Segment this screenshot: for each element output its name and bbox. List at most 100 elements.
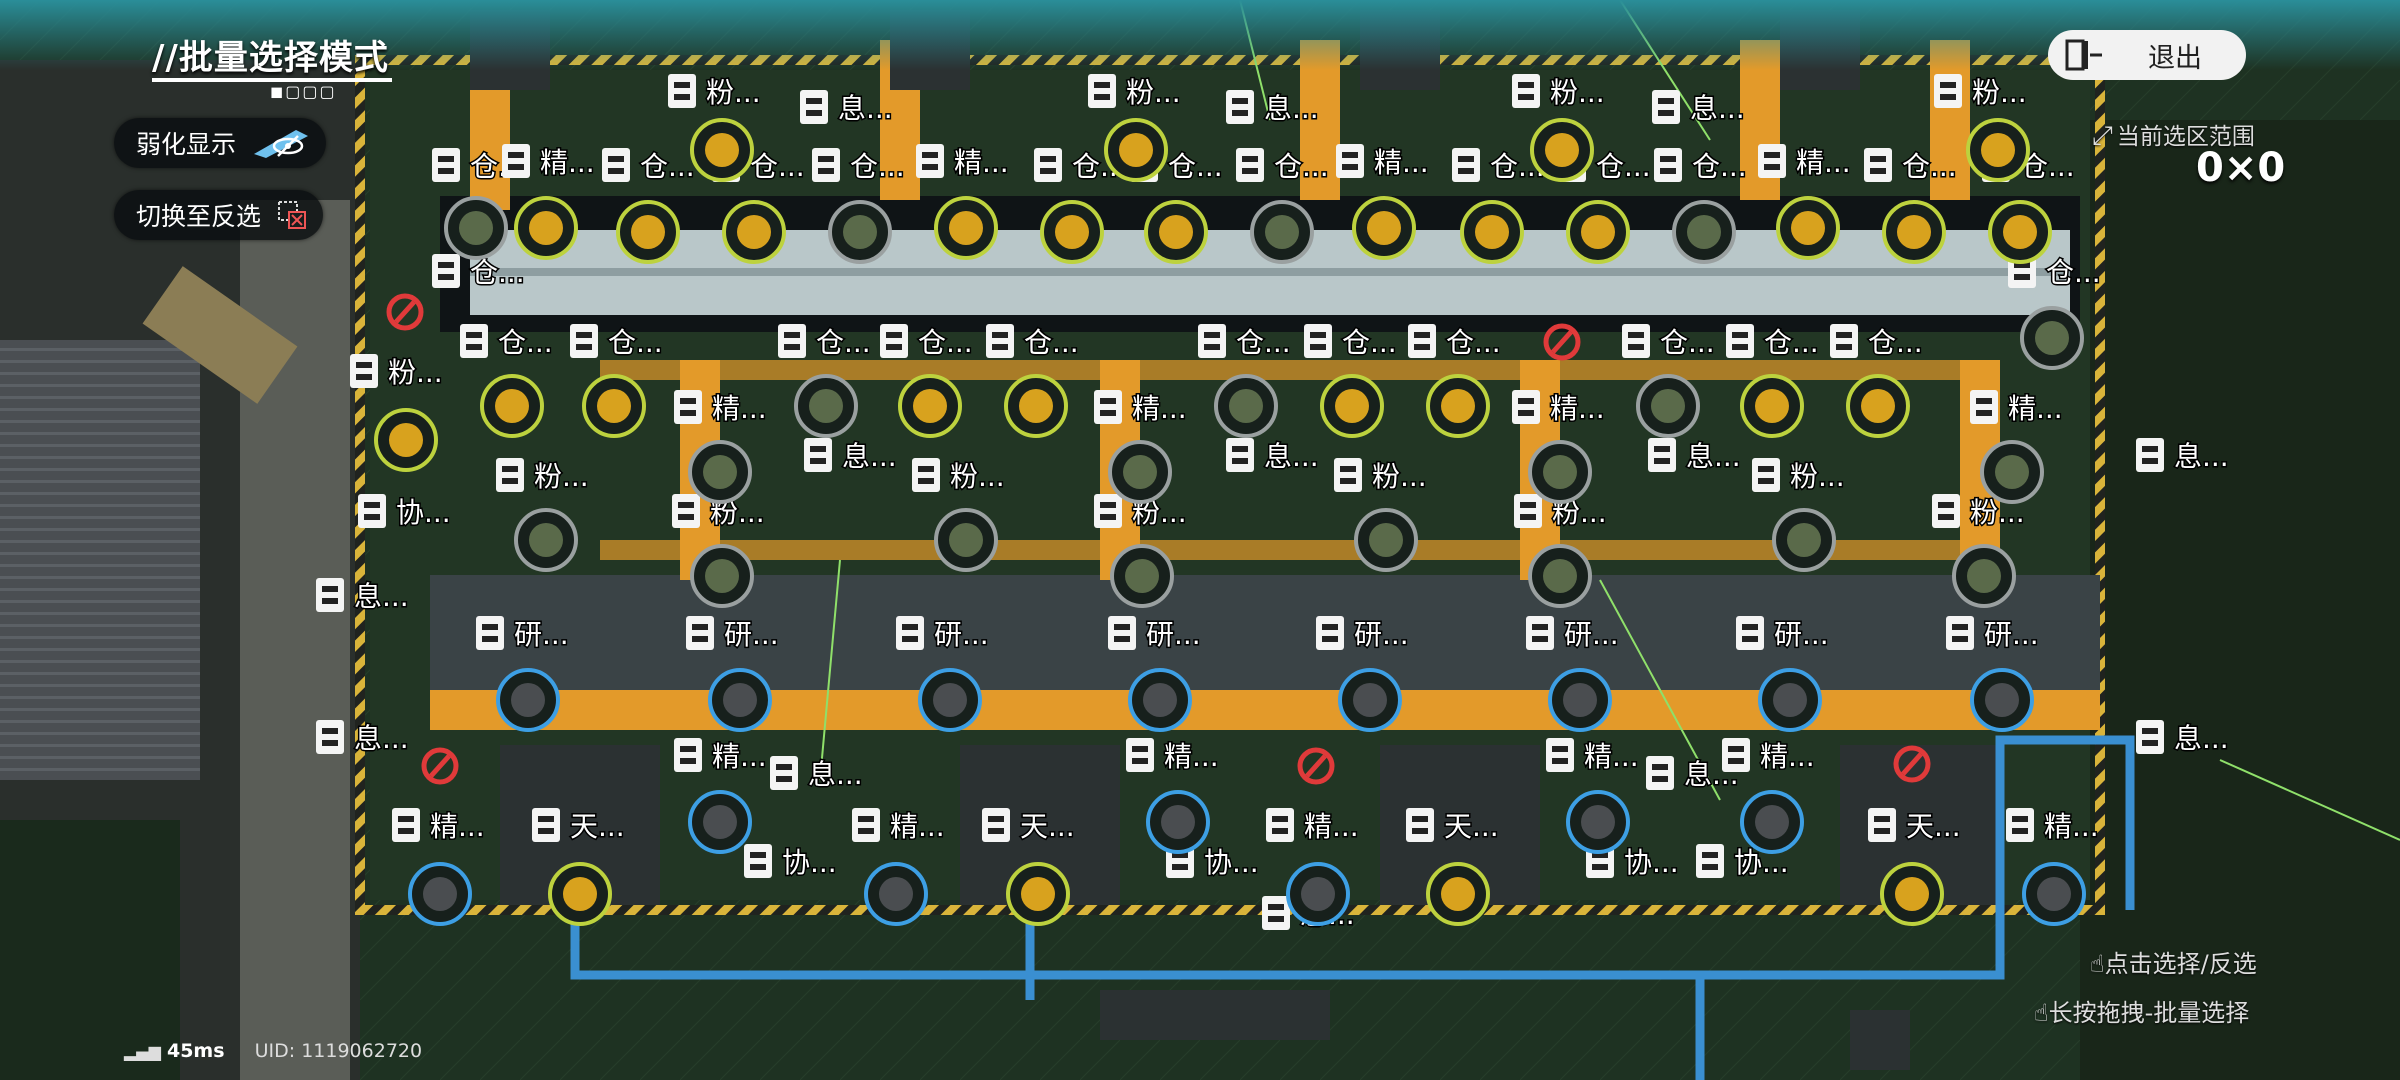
item-badge-icon[interactable] (918, 668, 982, 732)
building-label-research[interactable]: 研... (1316, 616, 1410, 653)
building-label-refine[interactable]: 精... (2006, 808, 2100, 845)
building-label-info[interactable]: 息... (2136, 438, 2230, 475)
building-label-refine[interactable]: 精... (502, 144, 596, 181)
building-label-info[interactable]: 息... (316, 578, 410, 615)
item-badge-icon[interactable] (582, 374, 646, 438)
building-label-heaven[interactable]: 天... (532, 808, 626, 845)
item-badge-icon[interactable] (1352, 196, 1416, 260)
item-badge-icon[interactable] (1426, 374, 1490, 438)
item-badge-icon[interactable] (898, 374, 962, 438)
item-badge-icon[interactable] (1146, 790, 1210, 854)
building-label-info[interactable]: 息... (1648, 438, 1742, 475)
weaken-display-button[interactable]: 弱化显示 (114, 118, 327, 168)
building-label-info[interactable]: 息... (2136, 720, 2230, 757)
item-badge-icon[interactable] (1144, 200, 1208, 264)
item-badge-icon[interactable] (1214, 374, 1278, 438)
building-label-storage[interactable]: 仓... (602, 148, 696, 185)
building-label-storage[interactable]: 仓... (1304, 324, 1398, 361)
building-label-research[interactable]: 研... (476, 616, 570, 653)
item-badge-icon[interactable] (1970, 668, 2034, 732)
item-badge-icon[interactable] (1740, 790, 1804, 854)
item-badge-icon[interactable] (1320, 374, 1384, 438)
item-badge-icon[interactable] (1338, 668, 1402, 732)
exit-button[interactable]: 退出 (2048, 30, 2246, 80)
item-badge-icon[interactable] (1110, 544, 1174, 608)
building-label-info[interactable]: 息... (1226, 438, 1320, 475)
item-badge-icon[interactable] (1528, 440, 1592, 504)
item-badge-icon[interactable] (374, 408, 438, 472)
building-label-storage[interactable]: 仓... (1654, 148, 1748, 185)
item-badge-icon[interactable] (480, 374, 544, 438)
building-label-info[interactable]: 息... (1652, 90, 1746, 127)
item-badge-icon[interactable] (690, 544, 754, 608)
building-label-powder[interactable]: 粉... (1334, 458, 1428, 495)
item-badge-icon[interactable] (1882, 200, 1946, 264)
building-label-refine[interactable]: 精... (1266, 808, 1360, 845)
item-badge-icon[interactable] (2020, 306, 2084, 370)
building-label-storage[interactable]: 仓... (1726, 324, 1820, 361)
item-badge-icon[interactable] (1250, 200, 1314, 264)
building-label-research[interactable]: 研... (896, 616, 990, 653)
item-badge-icon[interactable] (722, 200, 786, 264)
item-badge-icon[interactable] (1108, 440, 1172, 504)
building-label-powder[interactable]: 粉... (1512, 74, 1606, 111)
item-badge-icon[interactable] (2022, 862, 2086, 926)
building-label-refine[interactable]: 精... (1126, 738, 1220, 775)
building-label-storage[interactable]: 仓... (1198, 324, 1292, 361)
building-label-research[interactable]: 研... (1108, 616, 1202, 653)
building-label-refine[interactable]: 精... (1512, 390, 1606, 427)
building-label-refine[interactable]: 精... (1722, 738, 1816, 775)
item-badge-icon[interactable] (690, 118, 754, 182)
building-label-storage[interactable]: 仓... (1864, 148, 1958, 185)
item-badge-icon[interactable] (1566, 790, 1630, 854)
building-label-storage[interactable]: 仓... (460, 324, 554, 361)
item-badge-icon[interactable] (934, 196, 998, 260)
building-label-refine[interactable]: 精... (1094, 390, 1188, 427)
item-badge-icon[interactable] (1988, 200, 2052, 264)
building-label-refine[interactable]: 精... (674, 390, 768, 427)
item-badge-icon[interactable] (1952, 544, 2016, 608)
building-label-powder[interactable]: 粉... (1752, 458, 1846, 495)
item-badge-icon[interactable] (408, 862, 472, 926)
item-badge-icon[interactable] (1980, 440, 2044, 504)
item-badge-icon[interactable] (1776, 196, 1840, 260)
item-badge-icon[interactable] (1354, 508, 1418, 572)
building-label-storage[interactable]: 仓... (1408, 324, 1502, 361)
item-badge-icon[interactable] (496, 668, 560, 732)
building-label-heaven[interactable]: 天... (1406, 808, 1500, 845)
item-badge-icon[interactable] (1104, 118, 1168, 182)
building-label-info[interactable]: 息... (1226, 90, 1320, 127)
building-label-info[interactable]: 息... (800, 90, 894, 127)
item-badge-icon[interactable] (1426, 862, 1490, 926)
item-badge-icon[interactable] (1040, 200, 1104, 264)
item-badge-icon[interactable] (1286, 862, 1350, 926)
item-badge-icon[interactable] (1740, 374, 1804, 438)
item-badge-icon[interactable] (444, 196, 508, 260)
building-label-storage[interactable]: 仓... (1622, 324, 1716, 361)
building-label-storage[interactable]: 仓... (1236, 148, 1330, 185)
item-badge-icon[interactable] (1772, 508, 1836, 572)
building-label-storage[interactable]: 仓... (432, 254, 526, 291)
item-badge-icon[interactable] (1846, 374, 1910, 438)
item-badge-icon[interactable] (794, 374, 858, 438)
building-label-cooperate[interactable]: 协... (744, 844, 838, 881)
building-label-info[interactable]: 息... (316, 720, 410, 757)
item-badge-icon[interactable] (1548, 668, 1612, 732)
item-badge-icon[interactable] (688, 790, 752, 854)
building-label-refine[interactable]: 精... (916, 144, 1010, 181)
item-badge-icon[interactable] (1566, 200, 1630, 264)
building-label-powder[interactable]: 粉... (1934, 74, 2028, 111)
item-badge-icon[interactable] (708, 668, 772, 732)
item-badge-icon[interactable] (1966, 118, 2030, 182)
item-badge-icon[interactable] (864, 862, 928, 926)
building-label-powder[interactable]: 粉... (350, 354, 444, 391)
building-label-research[interactable]: 研... (1736, 616, 1830, 653)
building-label-powder[interactable]: 粉... (668, 74, 762, 111)
item-badge-icon[interactable] (1530, 118, 1594, 182)
building-label-storage[interactable]: 仓... (986, 324, 1080, 361)
item-badge-icon[interactable] (1528, 544, 1592, 608)
building-label-refine[interactable]: 精... (1336, 144, 1430, 181)
building-label-storage[interactable]: 仓... (880, 324, 974, 361)
item-badge-icon[interactable] (548, 862, 612, 926)
